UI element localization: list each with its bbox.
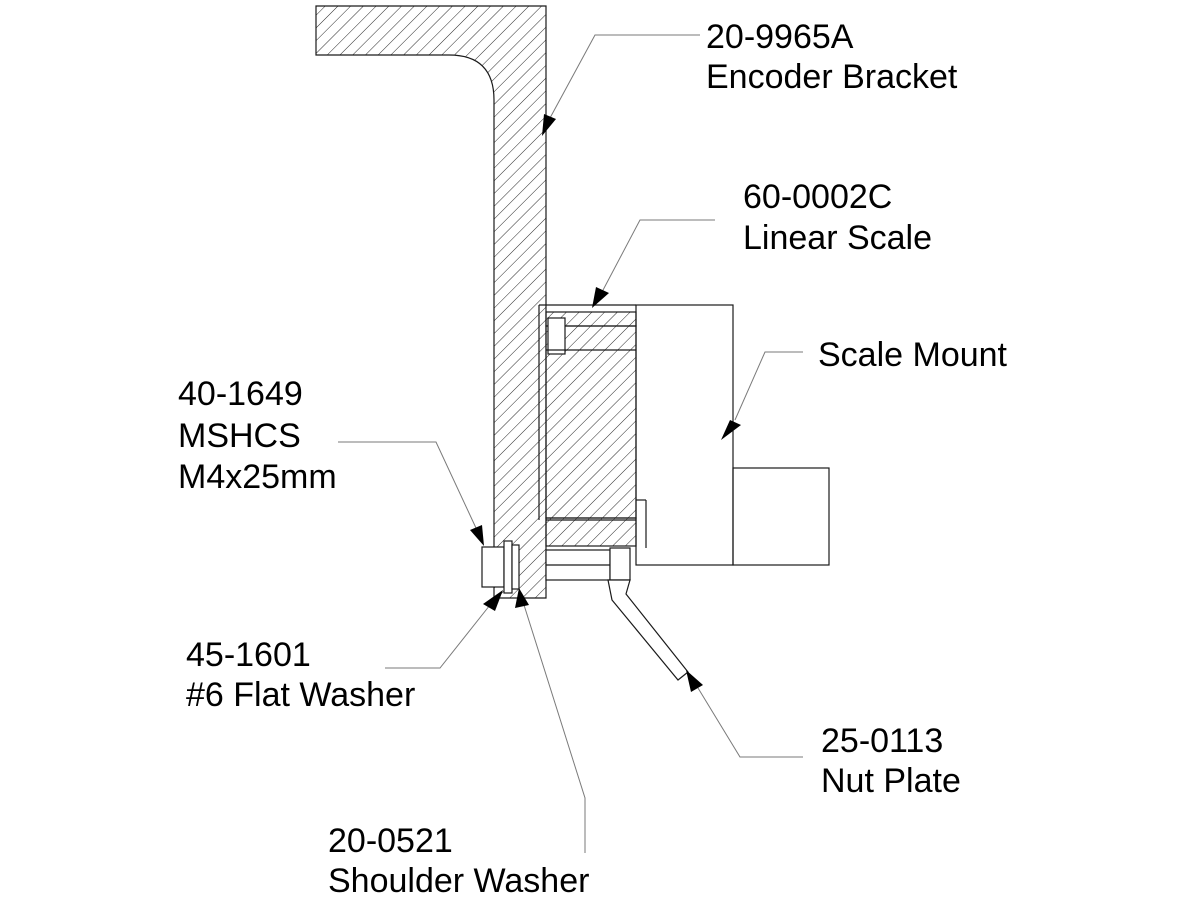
nut-plate — [607, 579, 689, 681]
shoulder-washer — [511, 544, 520, 590]
callout-linear-scale: 60-0002C Linear Scale — [743, 178, 932, 257]
screw-head — [481, 546, 505, 588]
callout-scale-mount: Scale Mount — [818, 336, 1008, 374]
arrow-flat-washer — [483, 590, 503, 611]
arrow-encoder-bracket — [542, 114, 556, 136]
linear-scale-body — [545, 325, 637, 519]
nut-plate-tab — [609, 547, 631, 581]
arrow-scale-mount — [721, 420, 741, 440]
scale-mount-step — [732, 467, 830, 566]
scale-mount — [635, 304, 734, 566]
linear-scale-lower-strip — [545, 517, 637, 547]
callout-flat-washer: 45-1601 #6 Flat Washer — [186, 636, 415, 714]
arrow-shoulder-washer — [515, 588, 529, 608]
encoder-bracket-section — [315, 5, 547, 599]
linear-scale-slot — [547, 317, 566, 355]
callout-mshcs: 40-1649 MSHCS M4x25mm — [178, 375, 337, 496]
callout-encoder-bracket: 20-9965A Encoder Bracket — [706, 18, 958, 96]
arrow-nut-plate — [686, 670, 703, 692]
callout-shoulder-washer: 20-0521 Shoulder Washer — [328, 822, 589, 900]
flat-washer — [503, 540, 513, 594]
arrow-mshcs — [470, 525, 484, 546]
callout-nut-plate: 25-0113 Nut Plate — [821, 722, 961, 800]
arrow-linear-scale — [592, 287, 609, 308]
